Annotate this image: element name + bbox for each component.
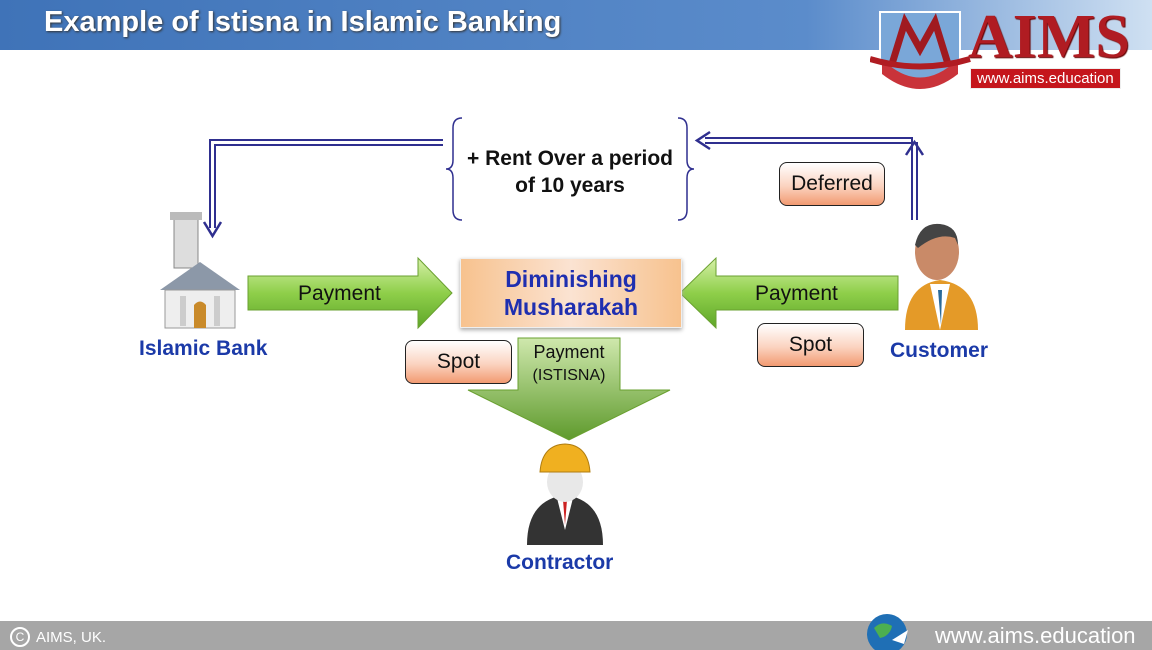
spot-right-box: Spot — [757, 323, 864, 367]
contractor-label: Contractor — [506, 551, 614, 574]
payment-arrow-right — [247, 256, 453, 330]
footer-url[interactable]: www.aims.education — [935, 623, 1136, 648]
customer-person-icon — [905, 223, 978, 330]
footer-bar — [0, 621, 1152, 650]
brace-right — [677, 117, 695, 221]
contractor-person-icon — [527, 443, 603, 545]
globe-icon — [867, 614, 908, 650]
spot-left-box: Spot — [405, 340, 512, 384]
brace-left — [445, 117, 463, 221]
bank-building-icon — [160, 212, 240, 329]
islamic-bank-label: Islamic Bank — [139, 337, 268, 360]
logo-url: www.aims.education — [970, 68, 1121, 89]
footer-copyright: C AIMS, UK. — [10, 627, 106, 647]
aims-logo-shield-icon — [870, 11, 971, 89]
istisna-line2: (ISTISNA) — [532, 367, 606, 384]
diminishing-musharakah-box: Diminishing Musharakah — [460, 258, 682, 328]
payment-left-label: Payment — [298, 282, 381, 305]
istisna-arrow-down — [467, 337, 671, 441]
rent-note: + Rent Over a period of 10 years — [455, 145, 685, 199]
deferred-rent-arrow-right — [694, 130, 925, 220]
center-line1: Diminishing — [505, 266, 637, 292]
slide-title: Example of Istisna in Islamic Banking — [44, 6, 562, 38]
rent-note-line2: of 10 years — [515, 174, 625, 197]
deferred-rent-arrow-left — [202, 139, 443, 239]
istisna-line1: Payment — [533, 342, 605, 362]
payment-right-label: Payment — [755, 282, 838, 305]
copyright-text: AIMS, UK. — [36, 628, 107, 646]
logo-name: AIMS — [968, 3, 1130, 71]
center-line2: Musharakah — [503, 294, 639, 320]
rent-note-line1: + Rent Over a period — [467, 147, 673, 170]
payment-arrow-left — [679, 256, 899, 330]
copyright-icon: C — [10, 627, 30, 647]
customer-label: Customer — [890, 339, 989, 362]
deferred-box: Deferred — [779, 162, 885, 206]
istisna-label: Payment (ISTISNA) — [518, 342, 620, 385]
